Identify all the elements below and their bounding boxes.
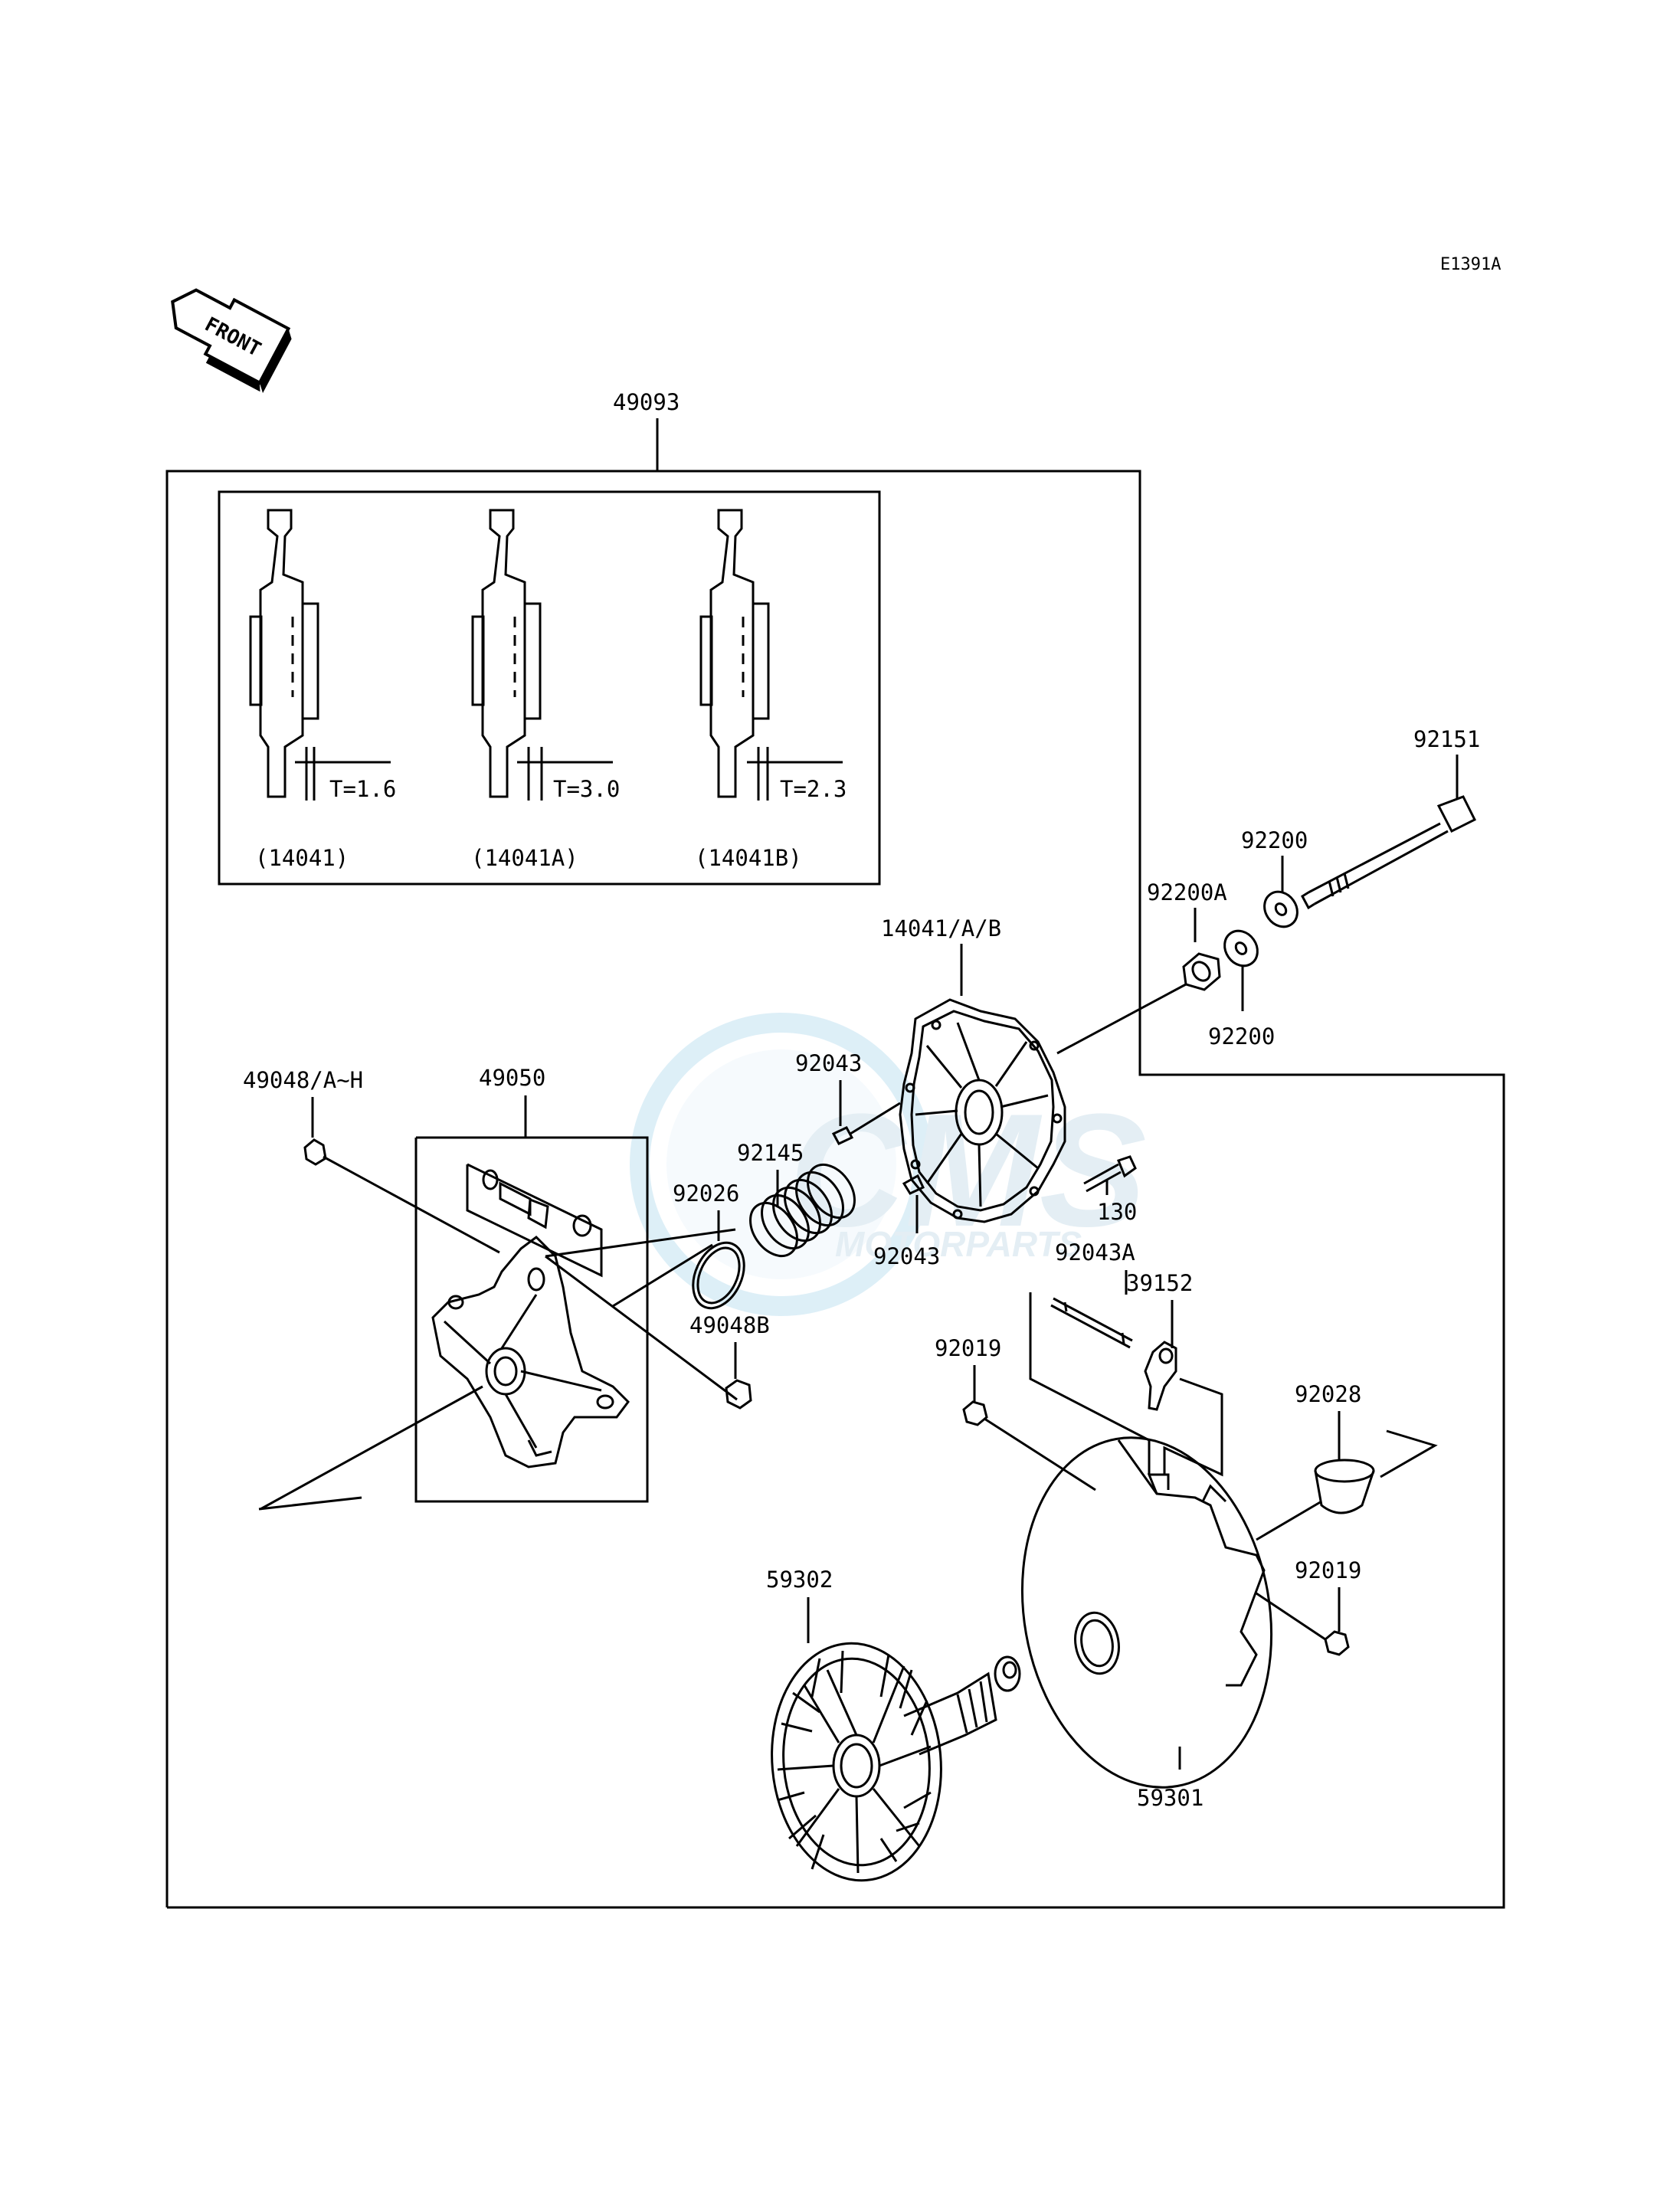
sheave-59302	[771, 1642, 1021, 1882]
washer-92200-a	[1263, 890, 1298, 928]
label-92028: 92028	[1295, 1381, 1361, 1407]
nut-92019-left	[962, 1400, 988, 1426]
label-92145: 92145	[737, 1140, 804, 1166]
nut-92019-right	[1324, 1630, 1350, 1656]
bolt-92151: 92151	[1301, 726, 1480, 910]
option-part-2: (14041A)	[471, 845, 578, 871]
label-49048AH: 49048/A~H	[243, 1067, 363, 1093]
label-59302: 59302	[766, 1567, 833, 1593]
plate-profile-14041	[249, 509, 391, 801]
thickness-2: T=3.0	[553, 776, 620, 802]
sheave-59301	[1020, 1436, 1273, 1789]
figure-code: E1391A	[1440, 255, 1501, 274]
pin-92043A	[1050, 1297, 1133, 1349]
label-59301: 59301	[1137, 1785, 1204, 1811]
watermark-name: CMS	[789, 1080, 1147, 1260]
front-arrow-icon: FRONT	[171, 288, 292, 394]
pin-92043-a	[831, 1126, 854, 1145]
spider-49050	[431, 1236, 630, 1468]
washer-92200-b	[1223, 929, 1259, 968]
option-box	[218, 490, 881, 886]
plate-profile-14041B	[699, 509, 843, 801]
roller-arm-39152	[1144, 1341, 1177, 1411]
label-92151: 92151	[1413, 726, 1480, 752]
label-92200A: 92200A	[1147, 879, 1227, 905]
label-92019-left: 92019	[935, 1335, 1001, 1361]
label-39152: 39152	[1126, 1270, 1193, 1296]
option-part-3: (14041B)	[695, 845, 802, 871]
label-92200-bottom: 92200	[1208, 1023, 1275, 1049]
box-92043A-39152	[1029, 1292, 1223, 1477]
option-part-1: (14041)	[255, 845, 349, 871]
thickness-1: T=1.6	[329, 776, 396, 802]
label-92200-top: 92200	[1241, 827, 1308, 853]
cover-14041AB	[899, 998, 1066, 1223]
label-14041AB: 14041/A/B	[881, 915, 1001, 941]
box-49050	[414, 1136, 649, 1503]
weight-49048B	[725, 1379, 752, 1410]
label-130: 130	[1097, 1199, 1137, 1225]
weight-49048AH	[303, 1138, 327, 1166]
watermark: CMS MOTORPARTS	[630, 1013, 1147, 1316]
label-92043-top: 92043	[795, 1050, 862, 1076]
bushing-92028	[1314, 1459, 1375, 1514]
ring-92026	[692, 1241, 745, 1310]
label-92026: 92026	[673, 1180, 739, 1207]
label-92043-bottom: 92043	[873, 1243, 940, 1269]
watermark-sub: MOTORPARTS	[835, 1224, 1082, 1264]
label-49093: 49093	[613, 389, 680, 415]
label-49048B: 49048B	[689, 1312, 770, 1338]
thickness-3: T=2.3	[780, 776, 847, 802]
spring-92145	[749, 1163, 856, 1258]
pin-92043-b	[902, 1174, 925, 1195]
nut-92200A	[1182, 952, 1221, 991]
label-49050: 49050	[479, 1065, 545, 1091]
label-92043A: 92043A	[1055, 1239, 1135, 1265]
bolt-130	[1083, 1155, 1137, 1195]
assembly-outline-49093: 49093	[165, 389, 1505, 1909]
label-92019-right: 92019	[1295, 1557, 1361, 1583]
plate-profile-14041A	[471, 509, 613, 801]
